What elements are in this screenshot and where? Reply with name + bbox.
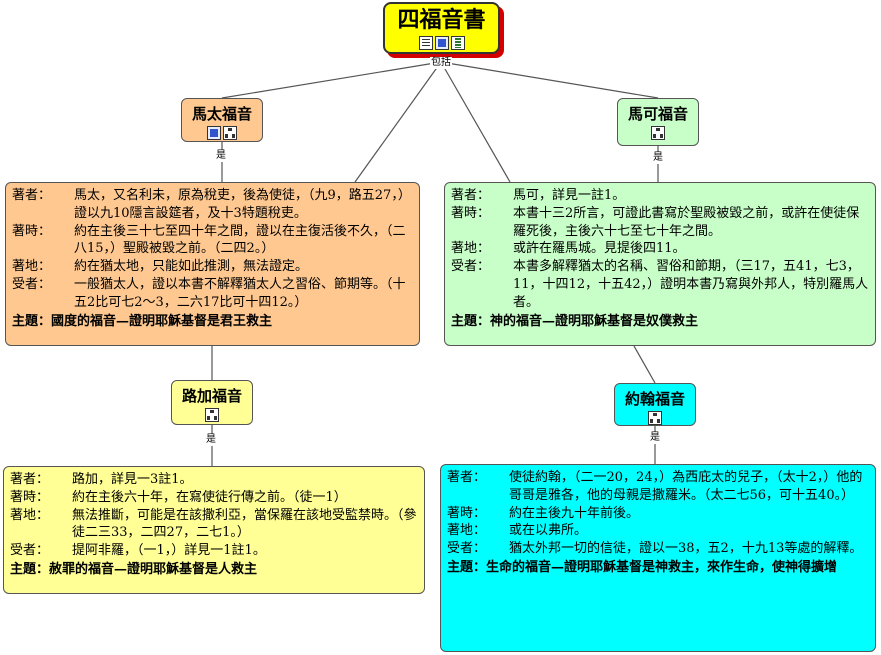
author-key: 著者： bbox=[447, 470, 487, 485]
mark-readers: 本書多解釋猶太的名稱、習俗和節期，（三17，五41，七3，11，十四12，十五4… bbox=[513, 259, 869, 310]
john-link-label: 是 bbox=[649, 432, 661, 444]
matthew-date: 約在主後三十七至四十年之間，證以在主復活後不久，（二八15，）聖殿被毀之前。（二… bbox=[74, 223, 406, 257]
spreadsheet-icon[interactable] bbox=[207, 126, 221, 140]
mark-author: 馬可，詳見一註1。 bbox=[513, 188, 626, 203]
luke-info-box: 著者：路加，詳見一3註1。 著時：約在主後六十年，在寫使徒行傳之前。（徒一1） … bbox=[3, 466, 425, 594]
mark-place: 或許在羅馬城。見提後四11。 bbox=[513, 241, 686, 257]
john-info-box: 著者： 使徒約翰，（二一20，24，）為西庇太的兒子，（太十2，）他的哥哥是雅各，… bbox=[440, 464, 876, 652]
mark-date: 本書十三2所言，可證此書寫於聖殿被毀之前，或許在使徒保羅死後，主後六十七至七十年… bbox=[513, 205, 860, 239]
luke-readers: 提阿非羅，（一1，）詳見一1註1。 bbox=[72, 543, 266, 559]
link-root-to-center-left bbox=[354, 61, 442, 183]
matthew-info-box: 著者： 馬太，又名利未，原為稅吏，後為使徒，（九9，路五27，）證以九10隱言設筵… bbox=[5, 182, 420, 346]
mark-info-box: 著者： 馬可，詳見一註1。 著時： 本書十三2所言，可證此書寫於聖殿被毀之前，或許在… bbox=[444, 182, 876, 346]
luke-title: 路加福音 bbox=[181, 387, 242, 405]
luke-date: 約在主後六十年，在寫使徒行傳之前。（徒一1） bbox=[72, 489, 347, 505]
hierarchy-icon[interactable] bbox=[651, 126, 665, 140]
matthew-title: 馬太福音 bbox=[191, 105, 252, 123]
hierarchy-icon[interactable] bbox=[223, 126, 237, 140]
matthew-readers: 一般猶太人，證以本書不解釋猶太人之習俗、節期等。（十五2比可七2～3，二六17比… bbox=[74, 276, 406, 310]
link-root-to-matthew bbox=[221, 61, 442, 99]
author-key: 著者： bbox=[10, 472, 50, 487]
readers-key: 受者： bbox=[10, 543, 50, 559]
luke-author: 路加，詳見一3註1。 bbox=[72, 472, 193, 487]
matthew-place: 約在猶太地，只能如此推測，無法證定。 bbox=[74, 259, 309, 275]
link-label-includes: 包括 bbox=[430, 57, 452, 69]
john-node[interactable]: 約翰福音 bbox=[614, 383, 696, 426]
matthew-icons bbox=[207, 126, 237, 140]
mark-icons bbox=[651, 126, 665, 140]
mark-title: 馬可福音 bbox=[627, 105, 688, 123]
luke-link-label: 是 bbox=[205, 434, 217, 446]
spreadsheet-icon[interactable] bbox=[434, 36, 449, 50]
readers-key: 受者： bbox=[447, 541, 487, 557]
link-root-to-center-right bbox=[440, 61, 511, 183]
document-icon[interactable] bbox=[418, 36, 433, 50]
link-mark-info-to-john bbox=[633, 345, 656, 384]
link-root-to-mark bbox=[440, 61, 659, 99]
luke-node[interactable]: 路加福音 bbox=[171, 380, 253, 425]
john-date: 約在主後九十年前後。 bbox=[509, 505, 640, 521]
john-readers: 猶太外邦一切的信徒，證以一38，五2，十九13等處的解釋。 bbox=[509, 541, 863, 557]
author-key: 著者： bbox=[451, 188, 491, 203]
matthew-author: 馬太，又名利未，原為稅吏，後為使徒，（九9，路五27，）證以九10隱言設筵者，及… bbox=[74, 188, 411, 221]
john-icons bbox=[648, 411, 662, 425]
hierarchy-icon[interactable] bbox=[205, 408, 219, 422]
matthew-node[interactable]: 馬太福音 bbox=[181, 98, 263, 142]
author-key: 著者： bbox=[12, 188, 52, 203]
luke-place: 無法推斷，可能是在該撒利亞，當保羅在該地受監禁時。（參徒二三33，二四27，二七… bbox=[72, 507, 417, 541]
luke-theme: 主題：赦罪的福音—證明耶穌基督是人救主 bbox=[10, 561, 258, 577]
film-icon[interactable] bbox=[450, 36, 465, 50]
matthew-theme: 主題：國度的福音—證明耶穌基督是君王救主 bbox=[12, 313, 273, 329]
luke-icons bbox=[205, 408, 219, 422]
john-place: 或在以弗所。 bbox=[509, 523, 588, 539]
date-key: 著時： bbox=[451, 205, 491, 221]
root-node[interactable]: 四福音書 bbox=[383, 2, 500, 54]
place-key: 著地： bbox=[447, 523, 487, 539]
john-title: 約翰福音 bbox=[624, 390, 685, 408]
john-theme: 主題：生命的福音—證明耶穌基督是神救主，來作生命，使神得擴增 bbox=[447, 559, 838, 575]
date-key: 著時： bbox=[447, 505, 487, 521]
place-key: 著地： bbox=[12, 259, 52, 275]
date-key: 著時： bbox=[12, 223, 52, 239]
date-key: 著時： bbox=[10, 489, 50, 505]
hierarchy-icon[interactable] bbox=[648, 411, 662, 425]
readers-key: 受者： bbox=[12, 276, 52, 292]
place-key: 著地： bbox=[451, 241, 491, 257]
readers-key: 受者： bbox=[451, 259, 491, 275]
mark-link-label: 是 bbox=[652, 152, 664, 164]
root-title: 四福音書 bbox=[397, 7, 486, 33]
root-icons bbox=[418, 36, 465, 50]
mark-theme: 主題：神的福音—證明耶穌基督是奴僕救主 bbox=[451, 313, 699, 329]
mark-node[interactable]: 馬可福音 bbox=[617, 98, 699, 146]
matthew-link-label: 是 bbox=[215, 150, 227, 162]
john-author: 使徒約翰，（二一20，24，）為西庇太的兒子，（太十2，）他的哥哥是雅各，他的母… bbox=[509, 470, 863, 503]
place-key: 著地： bbox=[10, 507, 50, 523]
